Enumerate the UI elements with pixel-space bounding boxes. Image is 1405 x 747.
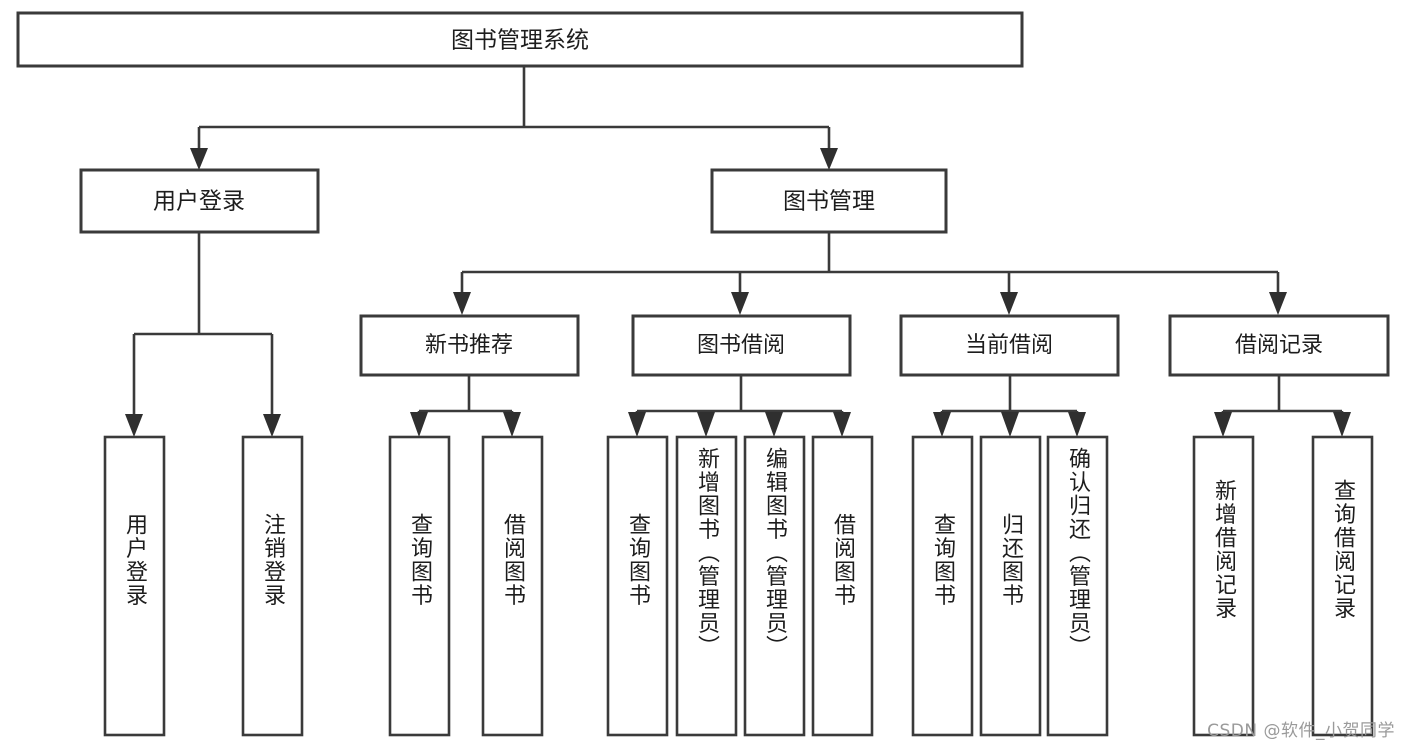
node-borrow-records[interactable]: 借阅记录: [1168, 314, 1390, 377]
arrow-head-bookborrow-leaf-4: [833, 412, 851, 437]
arrow-head-book-mgmt: [820, 148, 838, 170]
node-root[interactable]: 图书管理系统: [16, 11, 1024, 68]
node-user-login[interactable]: 用户登录: [79, 168, 320, 234]
leaf-box-new-book-2[interactable]: [481, 435, 544, 737]
arrow-head-new-book: [453, 292, 471, 315]
node-borrow-records-label: 借阅记录: [1235, 333, 1323, 358]
node-root-label: 图书管理系统: [451, 28, 589, 54]
arrow-head-borrowrecords-leaf-1: [1214, 412, 1232, 437]
csdn-watermark: CSDN @软件_小贺同学: [1207, 721, 1395, 741]
node-current-borrow[interactable]: 当前借阅: [899, 314, 1120, 377]
leaf-box-new-book-1[interactable]: [388, 435, 451, 737]
leaf-box-book-borrow-1[interactable]: [606, 435, 669, 737]
arrow-head-newbook-leaf-2: [503, 412, 521, 437]
node-new-book-recommend[interactable]: 新书推荐: [359, 314, 580, 377]
connector-bookmgmt-to-level3: [453, 232, 1287, 315]
node-user-login-label: 用户登录: [153, 189, 245, 215]
leaf-box-book-borrow-3[interactable]: [743, 435, 806, 737]
arrow-head-newbook-leaf-1: [410, 412, 428, 437]
arrow-head-bookborrow-leaf-2: [697, 412, 715, 437]
connector-userlogin-to-leaves: [125, 232, 281, 437]
arrow-head-leaf-logout: [263, 414, 281, 437]
leaf-box-book-borrow-2[interactable]: [675, 435, 738, 737]
arrow-head-leaf-user-login: [125, 414, 143, 437]
node-borrow-records-box[interactable]: [1168, 314, 1390, 377]
leaf-box-user-login-1[interactable]: [103, 435, 166, 737]
arrow-head-bookborrow-leaf-1: [628, 412, 646, 437]
arrow-head-current-borrow: [1000, 292, 1018, 315]
leaf-box-current-borrow-3[interactable]: [1046, 435, 1109, 737]
connector-root-to-level2: [190, 66, 838, 170]
node-book-management-box[interactable]: [710, 168, 948, 234]
arrow-head-borrowrecords-leaf-2: [1333, 412, 1351, 437]
node-book-borrow-label: 图书借阅: [697, 333, 785, 358]
node-book-management[interactable]: 图书管理: [710, 168, 948, 234]
node-current-borrow-label: 当前借阅: [965, 333, 1053, 358]
node-book-borrow-box[interactable]: [631, 314, 852, 377]
node-book-borrow[interactable]: 图书借阅: [631, 314, 852, 377]
arrow-head-currentborrow-leaf-3: [1068, 412, 1086, 437]
node-new-book-recommend-label: 新书推荐: [425, 333, 513, 358]
connector-newbook-to-leaves: [410, 375, 521, 437]
leaf-box-current-borrow-1[interactable]: [911, 435, 974, 737]
leaf-box-borrow-records-2[interactable]: [1311, 435, 1374, 737]
arrow-head-borrow-records: [1269, 292, 1287, 315]
node-new-book-recommend-box[interactable]: [359, 314, 580, 377]
arrow-head-currentborrow-leaf-2: [1001, 412, 1019, 437]
leaf-box-current-borrow-2[interactable]: [979, 435, 1042, 737]
arrow-head-bookborrow-leaf-3: [765, 412, 783, 437]
arrow-head-book-borrow: [731, 292, 749, 315]
leaf-box-borrow-records-1[interactable]: [1192, 435, 1255, 737]
connector-bookborrow-to-leaves: [628, 375, 851, 437]
arrow-head-user-login: [190, 148, 208, 170]
leaf-box-user-login-2[interactable]: [241, 435, 304, 737]
connector-currentborrow-to-leaves: [933, 375, 1086, 437]
node-current-borrow-box[interactable]: [899, 314, 1120, 377]
node-root-box[interactable]: [16, 11, 1024, 68]
node-user-login-box[interactable]: [79, 168, 320, 234]
arrow-head-currentborrow-leaf-1: [933, 412, 951, 437]
node-book-management-label: 图书管理: [783, 189, 875, 215]
leaf-box-book-borrow-4[interactable]: [811, 435, 874, 737]
connector-borrowrecords-to-leaves: [1214, 375, 1351, 437]
